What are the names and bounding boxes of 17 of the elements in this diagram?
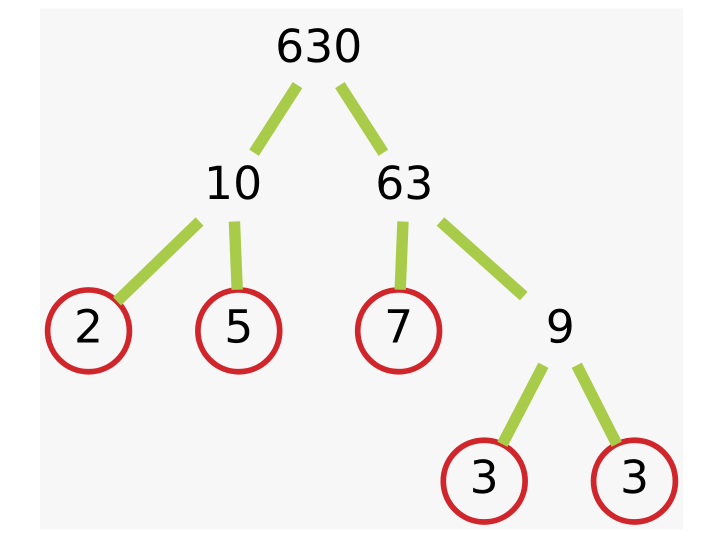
node-circle: 7 bbox=[354, 287, 442, 375]
connector bbox=[436, 217, 528, 300]
node-circle: 5 bbox=[194, 287, 282, 375]
connector bbox=[228, 221, 242, 290]
connector bbox=[248, 82, 302, 156]
node-text: 10 bbox=[204, 156, 262, 210]
node-text: 630 bbox=[274, 20, 362, 74]
node-text: 63 bbox=[374, 156, 433, 210]
node-circle: 2 bbox=[44, 287, 132, 375]
connector bbox=[394, 221, 408, 290]
connector bbox=[571, 362, 622, 447]
node-circle: 3 bbox=[590, 437, 678, 525]
node-circle: 3 bbox=[440, 437, 528, 525]
connector bbox=[496, 362, 548, 447]
connector bbox=[334, 82, 388, 156]
connector bbox=[112, 217, 204, 306]
node-text: 9 bbox=[545, 300, 574, 354]
